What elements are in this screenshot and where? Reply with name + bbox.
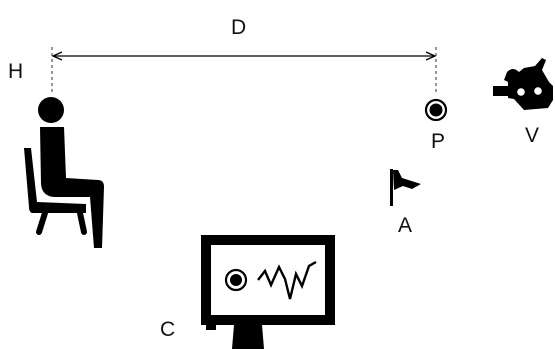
label-d: D <box>231 16 246 39</box>
video-camera-icon <box>493 58 553 110</box>
label-v: V <box>525 124 539 147</box>
monitor-icon <box>201 235 335 349</box>
label-p: P <box>431 130 445 153</box>
label-a: A <box>398 214 412 237</box>
target-point-icon <box>424 98 448 122</box>
signal-waveform-icon <box>257 260 317 300</box>
flag-icon <box>390 169 421 206</box>
seated-person-icon <box>24 97 104 248</box>
label-c: C <box>160 318 175 341</box>
label-h: H <box>8 60 23 83</box>
